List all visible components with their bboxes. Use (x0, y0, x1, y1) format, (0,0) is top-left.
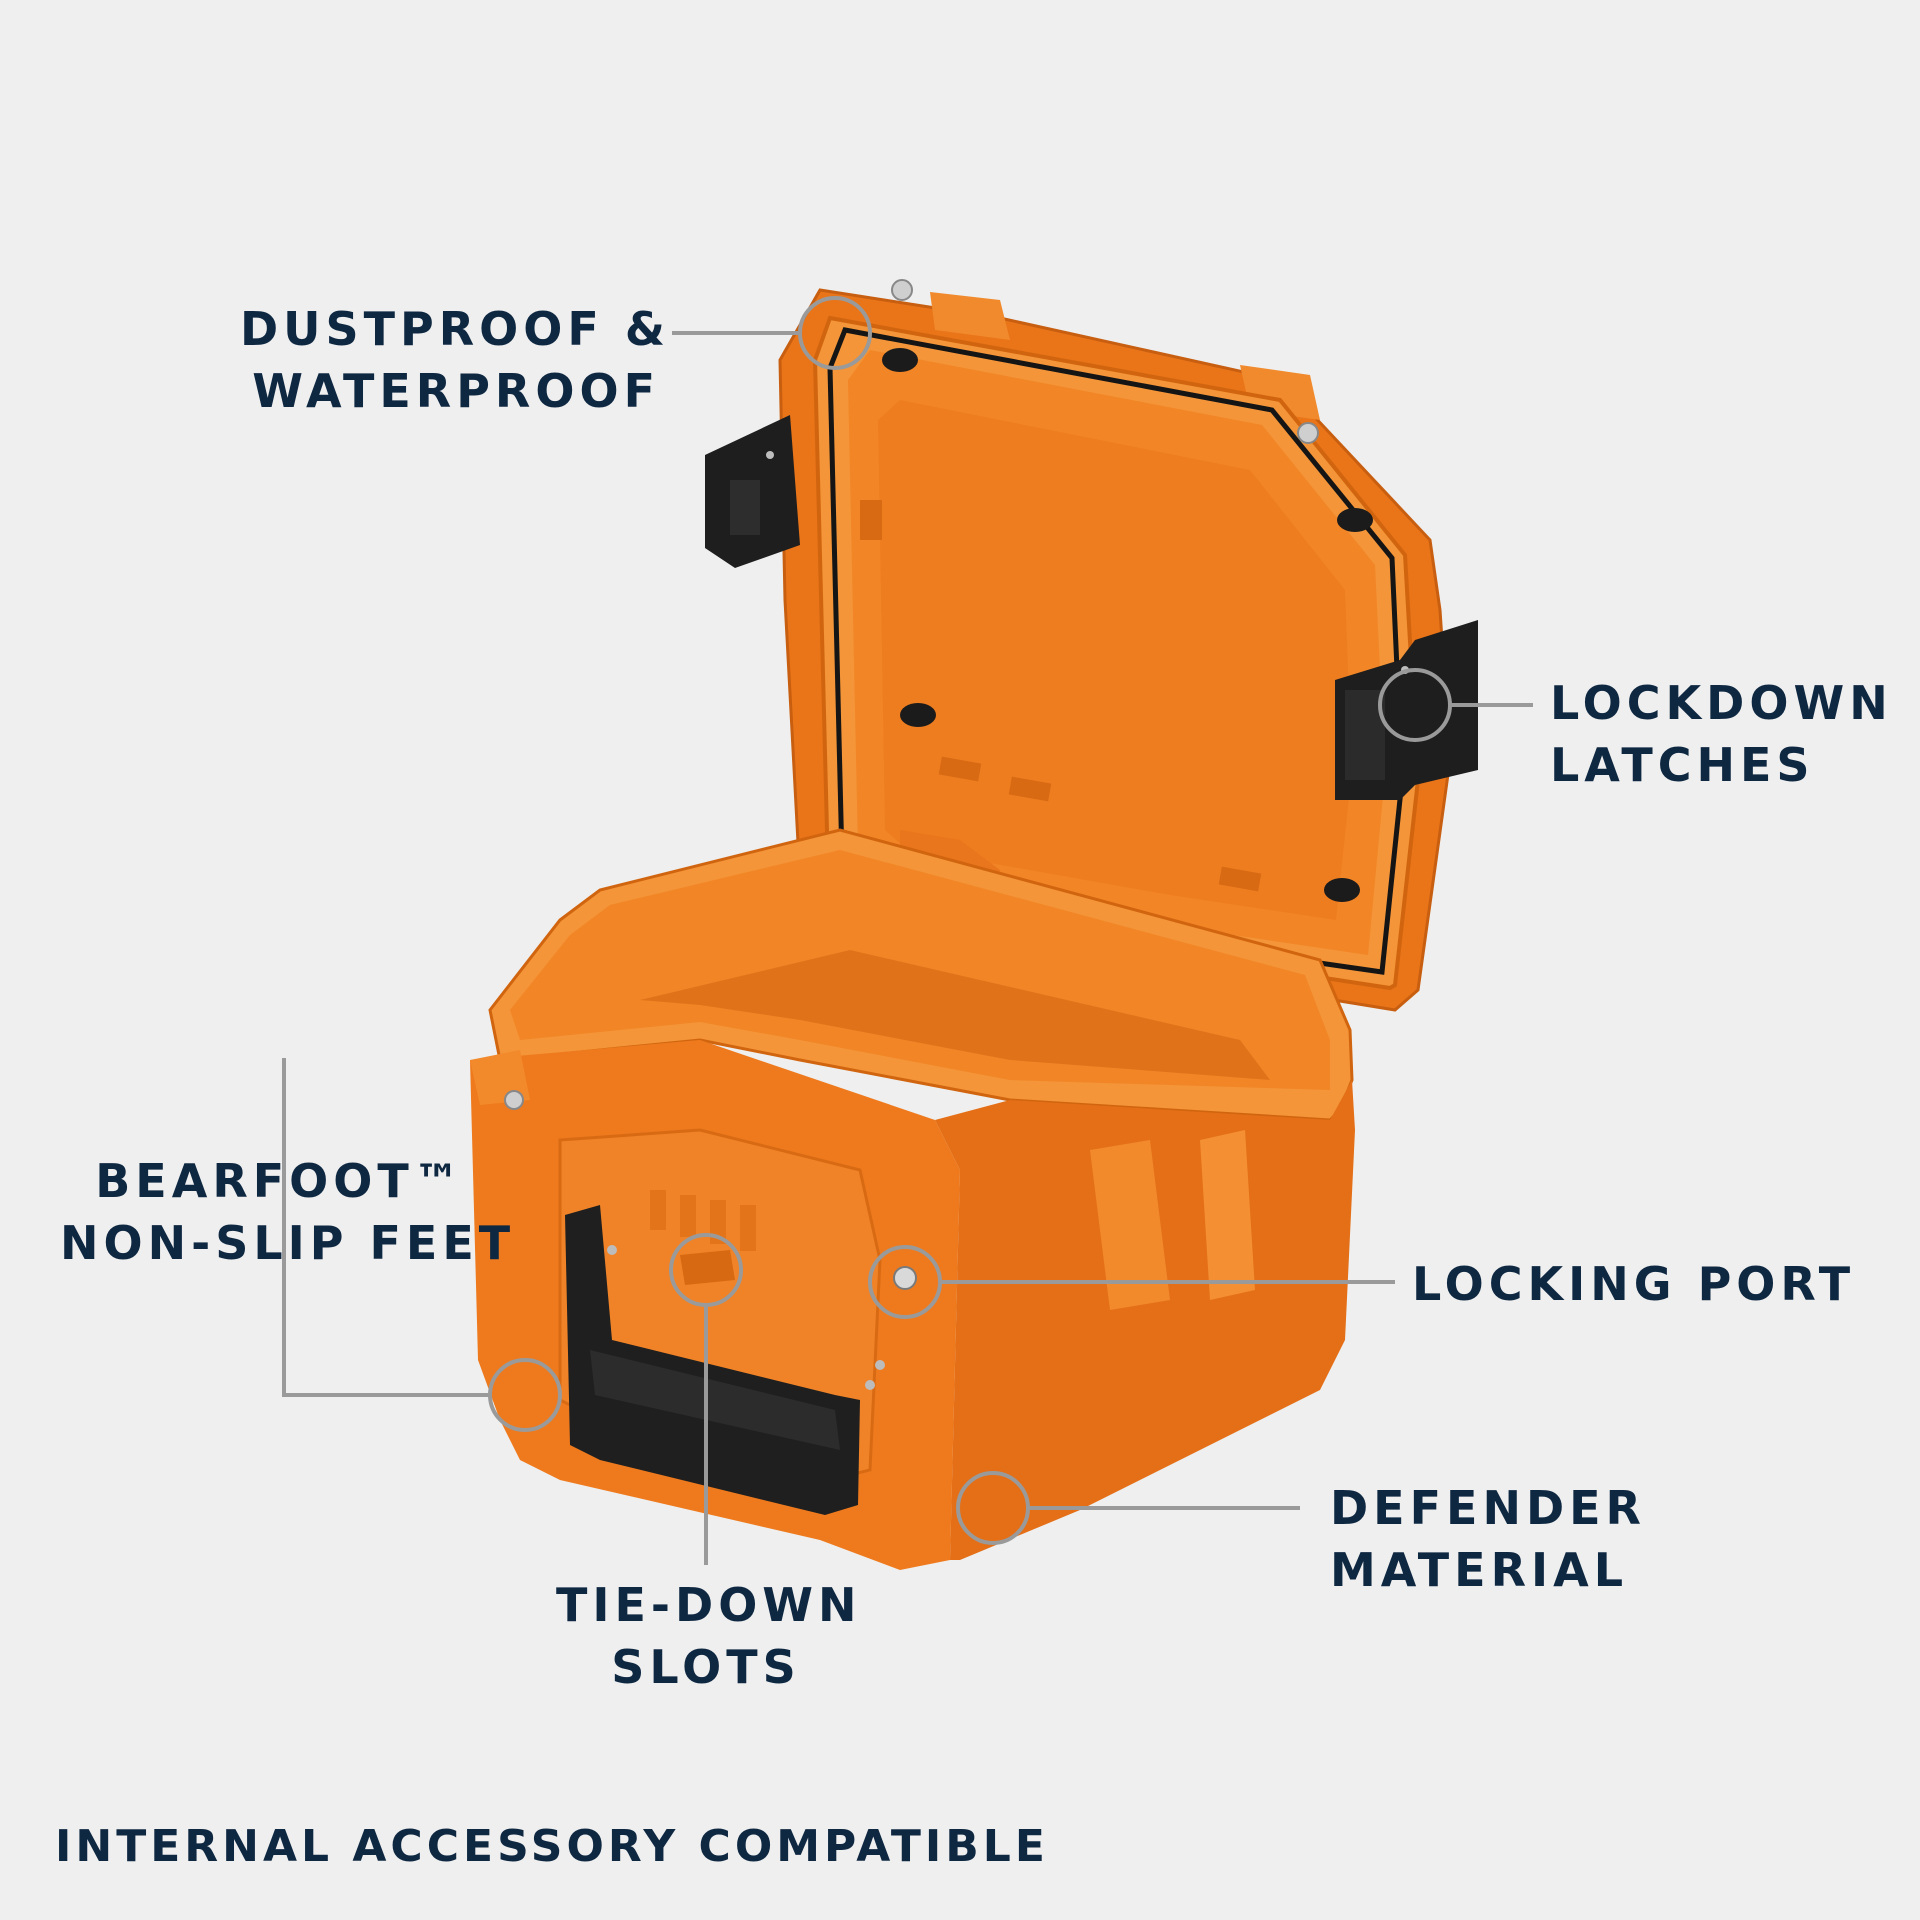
bearfoot-leader-line (282, 1058, 490, 1397)
bearfoot-label: BEARFOOT™ NON-SLIP FEET (60, 1150, 516, 1274)
dustproof-label: DUSTPROOF & WATERPROOF (240, 298, 670, 422)
dustproof-line2: WATERPROOF (252, 364, 660, 418)
bearfoot-line1: BEARFOOT™ (95, 1154, 465, 1208)
case-lid (778, 279, 1452, 1012)
defender-line1: DEFENDER (1330, 1481, 1646, 1535)
defender-line2: MATERIAL (1330, 1543, 1629, 1597)
locking-port-marker (868, 1245, 942, 1319)
lockdown-line1: LOCKDOWN (1550, 676, 1893, 730)
defender-marker (956, 1471, 1030, 1545)
bearfoot-marker (488, 1358, 562, 1432)
tiedown-line2: SLOTS (611, 1640, 801, 1694)
footer-caption: INTERNAL ACCESSORY COMPATIBLE (55, 1821, 1049, 1872)
left-lid-latch (705, 415, 800, 568)
locking-port-line1: LOCKING PORT (1412, 1257, 1856, 1311)
lockdown-marker (1378, 668, 1452, 742)
dustproof-line1: DUSTPROOF & (240, 302, 670, 356)
lockdown-line2: LATCHES (1550, 738, 1815, 792)
tiedown-label: TIE-DOWN SLOTS (556, 1574, 862, 1698)
lockdown-label: LOCKDOWN LATCHES (1550, 672, 1893, 796)
tiedown-line1: TIE-DOWN (556, 1578, 862, 1632)
locking-port-label: LOCKING PORT (1412, 1253, 1855, 1315)
defender-label: DEFENDER MATERIAL (1330, 1477, 1646, 1601)
dustproof-marker (798, 296, 872, 370)
carry-handle (565, 1205, 885, 1515)
tiedown-marker (669, 1233, 743, 1307)
bearfoot-line2: NON-SLIP FEET (60, 1216, 516, 1270)
callout-lines (282, 296, 1533, 1565)
